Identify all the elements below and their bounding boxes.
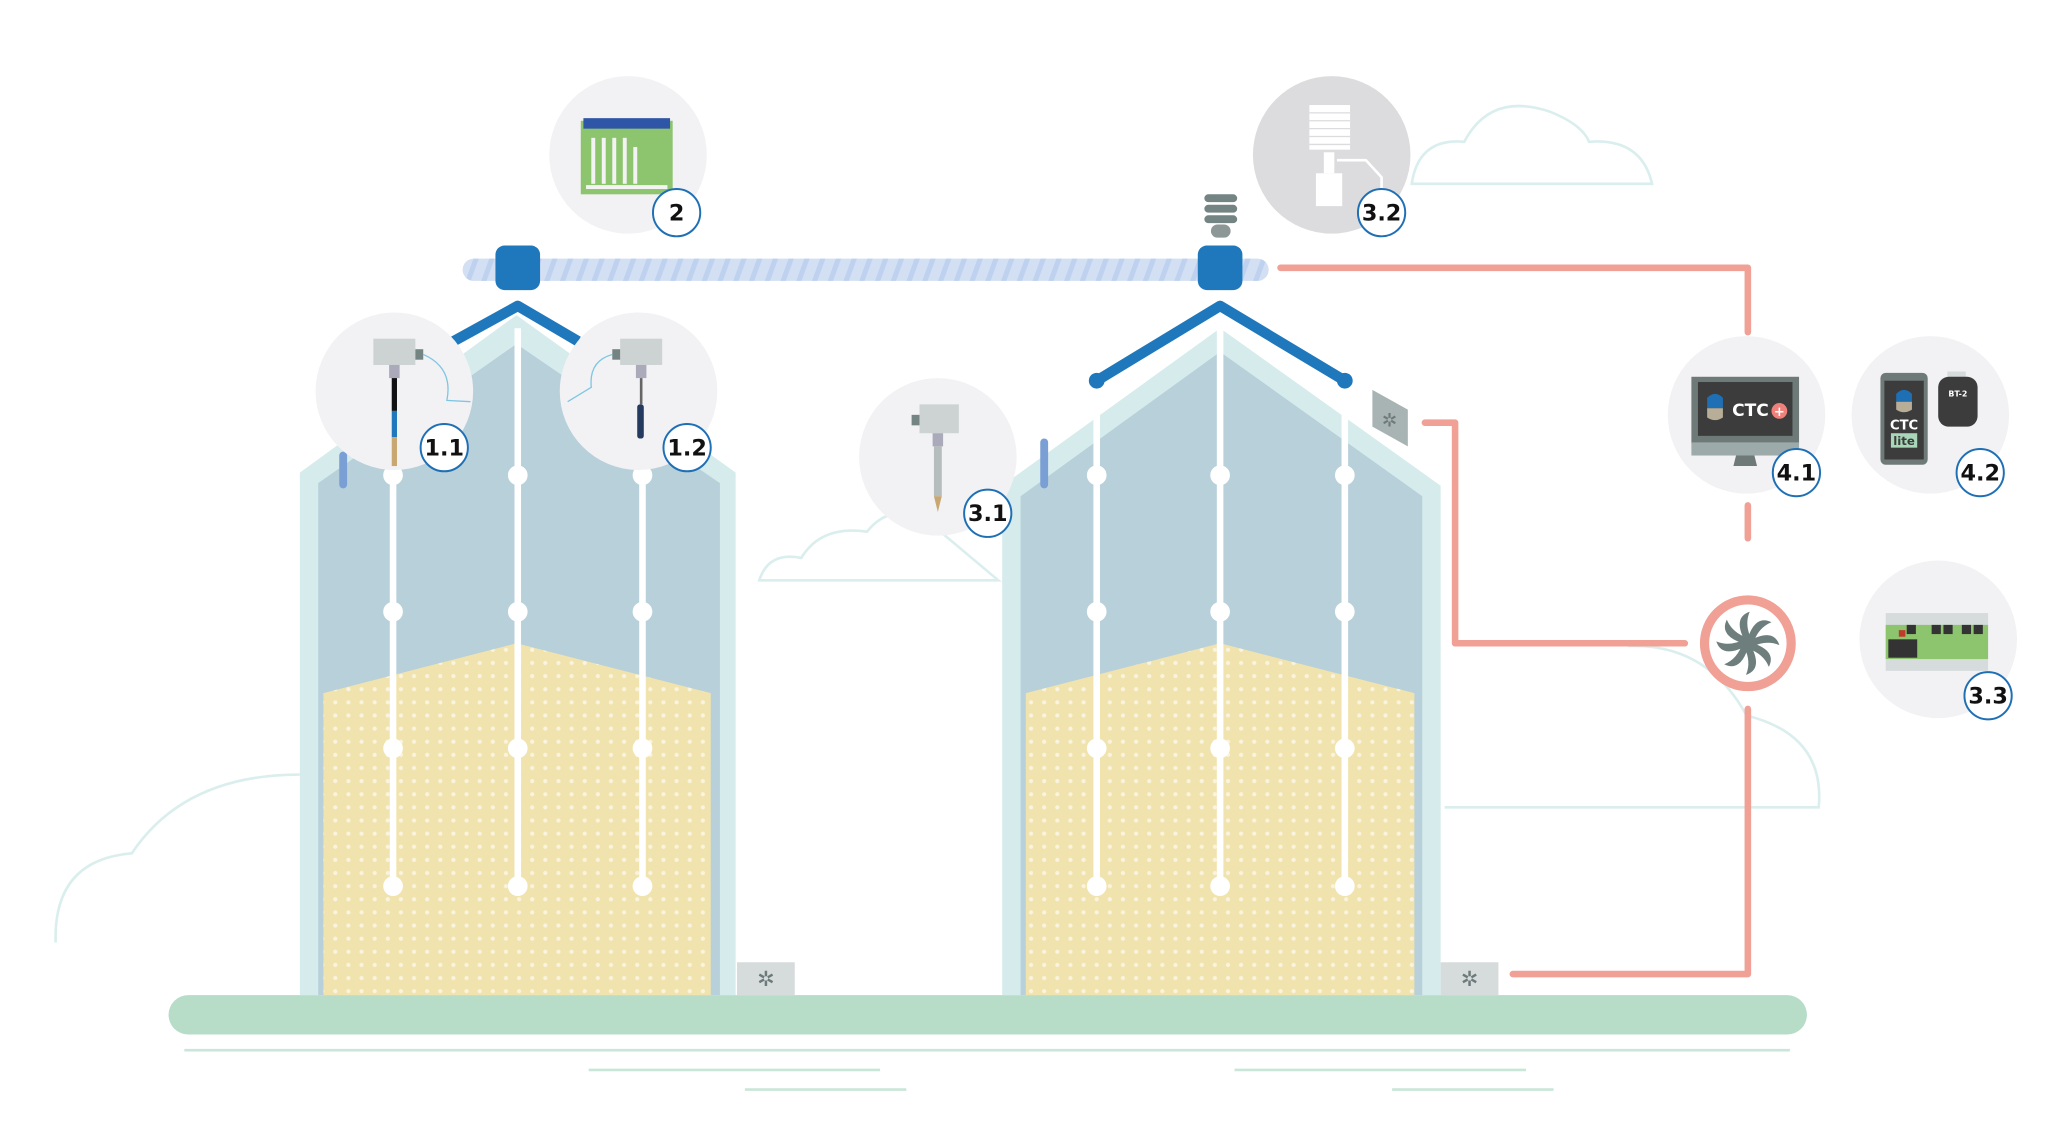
aeration-fan: ✲ [736,962,795,996]
badge-2[interactable]: 2 [651,188,702,238]
svg-text:4.1: 4.1 [1777,460,1817,486]
svg-text:3.1: 3.1 [968,501,1008,527]
svg-text:4.2: 4.2 [1960,460,2000,486]
ground-lines [184,1048,1790,1091]
power-lines [1277,264,1752,978]
aeration-fan: ✲ [1440,962,1499,996]
desktop-plus: + [1774,405,1785,420]
bus-junction [1197,245,1243,291]
svg-text:✲: ✲ [1382,410,1397,431]
badge-4-2[interactable]: 4.2 [1955,447,2005,498]
badges: 2 3.2 1.1 1.2 3.1 4.1 4.2 3.3 [419,188,2013,721]
level-indicator [339,451,348,489]
badge-3-3[interactable]: 3.3 [1963,671,2013,721]
badge-1-2[interactable]: 1.2 [662,423,712,473]
silo-2: ✲ ✲ [1002,300,1499,996]
badge-4-1[interactable]: 4.1 [1771,447,1822,498]
badge-3-1[interactable]: 3.1 [963,488,1013,538]
silo-1: ✲ [299,300,795,996]
badge-1-1[interactable]: 1.1 [419,423,469,473]
sensor-cables [1086,328,1355,896]
roof-vent: ✲ [1372,389,1408,447]
svg-text:1.2: 1.2 [667,436,707,462]
mobile-brand: CTC [1890,418,1918,433]
mobile-sub: lite [1893,434,1915,448]
svg-text:3.3: 3.3 [1968,684,2008,710]
badge-3-2[interactable]: 3.2 [1356,188,1407,238]
svg-text:✲: ✲ [757,968,775,991]
roof-cable-bracket [450,300,581,346]
sensor-cables [383,328,653,896]
svg-text:✲: ✲ [1461,968,1479,991]
communication-bus [462,194,1269,291]
desktop-brand: CTC [1732,401,1769,421]
ground [168,995,1807,1035]
antenna-icon [1204,194,1238,238]
svg-text:3.2: 3.2 [1362,201,1402,227]
svg-text:2: 2 [669,201,685,227]
level-indicator [1040,438,1049,489]
dongle-label: BT-2 [1948,389,1967,398]
bus-junction [495,245,541,291]
ventilation-fan [1699,595,1796,692]
svg-text:1.1: 1.1 [424,436,463,462]
roof-cable-bracket [1088,300,1353,389]
